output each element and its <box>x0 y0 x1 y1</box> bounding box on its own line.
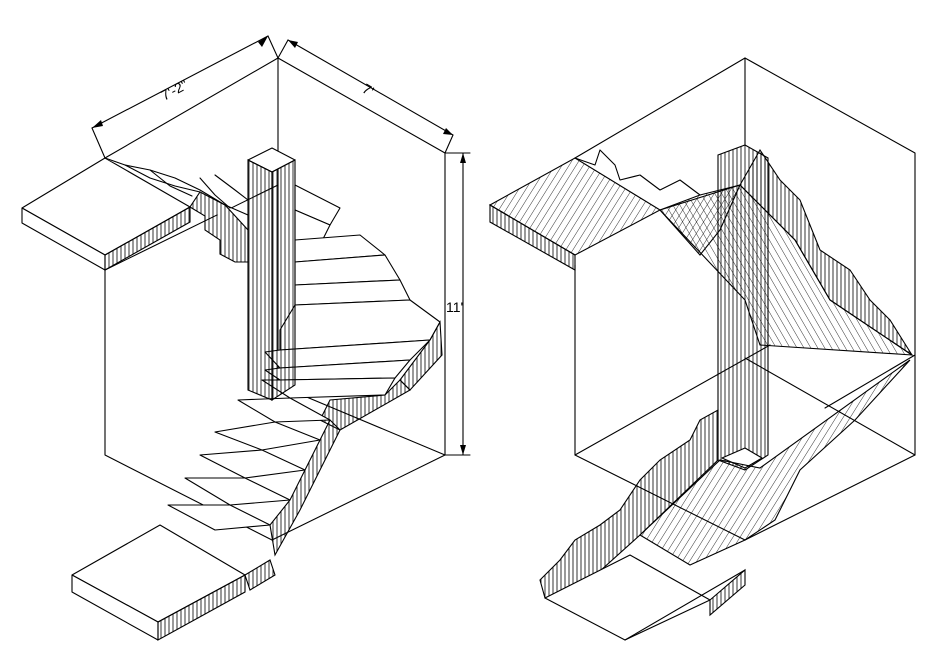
right-top-landing <box>488 149 701 271</box>
right-lower-flight <box>539 359 911 599</box>
right-central-column <box>717 144 769 471</box>
right-staircase <box>488 57 916 641</box>
dimension-label-width-left: 7'-2" <box>158 76 190 103</box>
right-bottom-landing <box>544 554 746 641</box>
left-bottom-landing <box>71 524 276 641</box>
left-central-column <box>247 147 296 402</box>
left-top-landing <box>21 157 191 271</box>
right-enclosure-box <box>574 57 916 541</box>
left-staircase: 7'-2" 7' 11' <box>21 35 471 641</box>
right-winder-underside <box>658 148 915 356</box>
left-lower-flight <box>167 397 341 557</box>
left-upper-flight <box>104 157 249 263</box>
dimension-label-height: 11' <box>446 299 463 315</box>
